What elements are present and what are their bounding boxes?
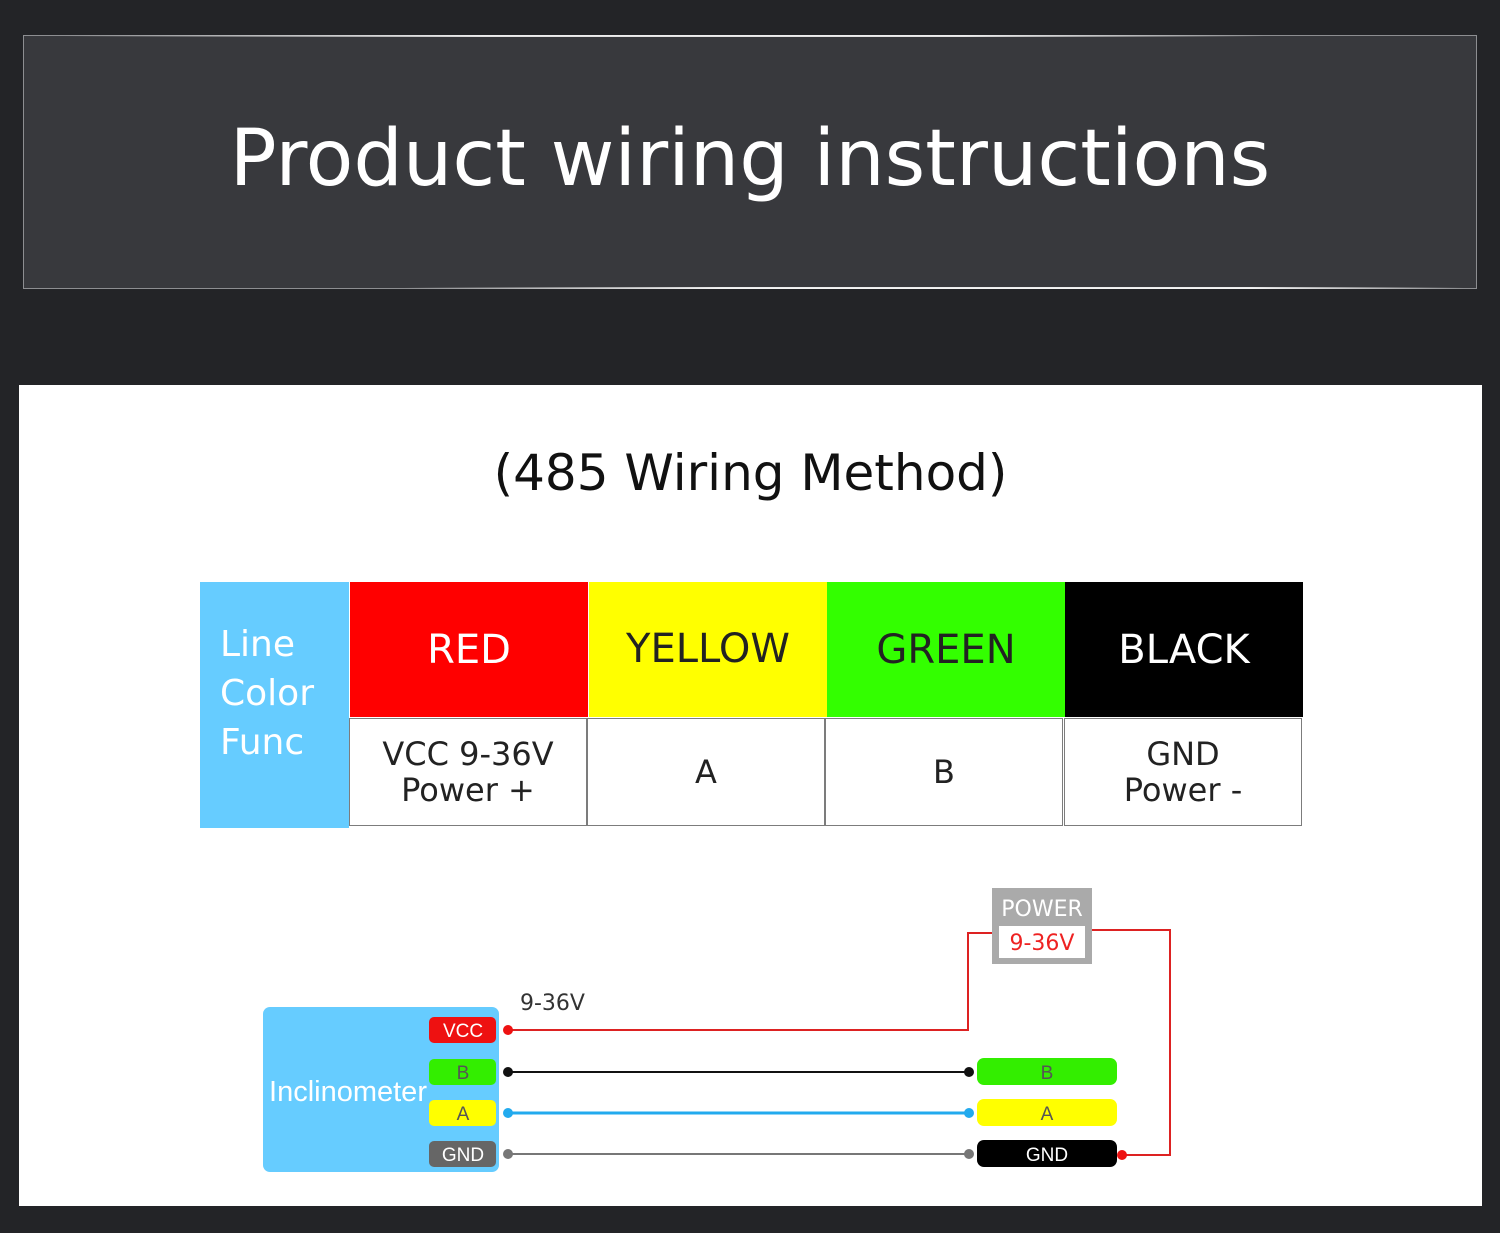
gnd-terminal-dot <box>503 1149 513 1159</box>
pin-vcc <box>429 1017 496 1043</box>
banner-highlight-bottom <box>404 287 1464 289</box>
page-title: Product wiring instructions <box>229 114 1271 204</box>
wiring-diagram: Inclinometer VCC B A GND 9-36V B A GND <box>263 888 1171 1172</box>
pin-vcc-label: VCC <box>443 1021 483 1042</box>
power-value: 9-36V <box>1010 931 1075 956</box>
vcc-terminal-dot <box>503 1025 513 1035</box>
target-gnd <box>977 1140 1117 1167</box>
header-line-label: Line <box>220 624 296 665</box>
func-cell-yellow: A <box>587 718 825 826</box>
color-cell-yellow: YELLOW <box>589 582 827 717</box>
func-cell-black: GND Power - <box>1064 718 1302 826</box>
b-target-dot <box>964 1067 974 1077</box>
title-banner: Product wiring instructions <box>23 35 1477 289</box>
header-func-label: Func <box>220 722 305 763</box>
header-color-label: Color <box>220 673 314 714</box>
target-b-label: B <box>1041 1063 1054 1084</box>
banner-highlight-top <box>64 35 1264 37</box>
power-value-box <box>999 926 1085 958</box>
target-b <box>977 1058 1117 1085</box>
pin-gnd <box>429 1141 496 1167</box>
pin-a <box>429 1100 496 1126</box>
power-return-wire <box>1090 929 1171 1156</box>
pin-a-label: A <box>457 1104 470 1125</box>
b-terminal-dot <box>503 1067 513 1077</box>
a-target-dot <box>964 1108 974 1118</box>
a-terminal-dot <box>503 1108 513 1118</box>
gnd-target-dot <box>964 1149 974 1159</box>
table-header-column: Line Color Func <box>200 582 349 828</box>
inclinometer-label: Inclinometer <box>269 1076 427 1108</box>
pin-b-label: B <box>457 1063 470 1084</box>
pin-b <box>429 1059 496 1085</box>
color-cell-green: GREEN <box>827 582 1065 717</box>
func-cell-red: VCC 9-36V Power + <box>349 718 587 826</box>
vcc-voltage-label: 9-36V <box>520 991 585 1016</box>
wiring-panel: (485 Wiring Method) Line Color Func RED … <box>19 385 1482 1206</box>
pin-gnd-label: GND <box>442 1145 484 1166</box>
target-a <box>977 1099 1117 1126</box>
power-title: POWER <box>1001 897 1083 922</box>
target-a-label: A <box>1041 1104 1054 1125</box>
func-cell-green: B <box>825 718 1063 826</box>
power-return-dot <box>1117 1150 1127 1160</box>
target-gnd-label: GND <box>1026 1145 1068 1166</box>
color-cell-black: BLACK <box>1065 582 1303 717</box>
wiring-method-title: (485 Wiring Method) <box>493 444 1008 502</box>
vcc-wire <box>509 932 993 1031</box>
color-cell-red: RED <box>350 582 588 717</box>
inclinometer-device <box>263 1007 499 1172</box>
